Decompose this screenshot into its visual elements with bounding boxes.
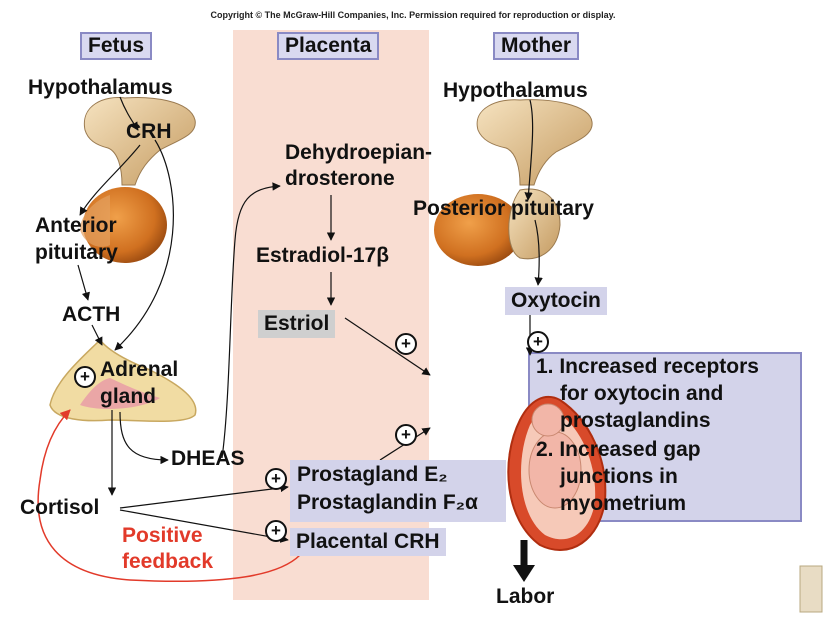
effect-1-line-2: for oxytocin and	[560, 382, 724, 405]
header-placenta: Placenta	[277, 32, 380, 60]
header-mother: Mother	[493, 32, 579, 60]
corner-thumbnail	[799, 565, 823, 613]
effect-2-line-3: myometrium	[560, 492, 687, 515]
effect-1-line-3: prostaglandins	[560, 409, 711, 432]
pge2-label: Prostagland E₂	[297, 463, 448, 486]
adrenal-gland-illustration	[49, 338, 197, 422]
header-fetus: Fetus	[80, 32, 153, 60]
prostaglandin-box	[290, 460, 506, 522]
fetal-hypothalamus-label: Hypothalamus	[28, 76, 173, 99]
placental-crh-label: Placental CRH	[290, 528, 446, 556]
effect-2-line-2: junctions in	[560, 465, 678, 488]
positive-feedback-label-1: Positive	[122, 524, 203, 547]
plus-placental-crh: +	[265, 520, 287, 542]
dheas-label: DHEAS	[171, 447, 245, 470]
uterus-illustration	[507, 395, 607, 551]
fetal-crh-label: CRH	[126, 120, 172, 143]
estriol-label: Estriol	[258, 310, 336, 338]
maternal-pituitary-illustration	[434, 99, 593, 266]
plus-oxytocin: +	[527, 331, 549, 353]
dhea-label-2: drosterone	[285, 167, 395, 190]
fetal-pituitary-illustration	[80, 96, 196, 263]
plus-pge2: +	[265, 468, 287, 490]
estradiol-label: Estradiol-17β	[256, 244, 390, 267]
anterior-pituitary-label-2: pituitary	[35, 241, 118, 264]
anterior-pituitary-label-1: Anterior	[35, 214, 117, 237]
cortisol-label: Cortisol	[20, 496, 100, 519]
plus-prostaglandin: +	[395, 424, 417, 446]
plus-adrenal: +	[74, 366, 96, 388]
maternal-hypothalamus-label: Hypothalamus	[443, 79, 588, 102]
dhea-label-1: Dehydroepian-	[285, 141, 433, 164]
effect-2-line-1: 2. Increased gap	[536, 438, 701, 461]
effect-1-line-1: 1. Increased receptors	[536, 355, 759, 378]
adrenal-gland-label-2: gland	[100, 385, 156, 408]
labor-label: Labor	[496, 585, 555, 608]
positive-feedback-label-2: feedback	[122, 550, 214, 573]
oxytocin-label: Oxytocin	[505, 287, 607, 315]
adrenal-gland-label-1: Adrenal	[100, 358, 179, 381]
pgf2a-label: Prostaglandin F₂α	[297, 491, 478, 514]
plus-estriol: +	[395, 333, 417, 355]
acth-label: ACTH	[62, 303, 121, 326]
copyright-notice: Copyright © The McGraw-Hill Companies, I…	[210, 10, 616, 20]
posterior-pituitary-label: Posterior pituitary	[413, 197, 594, 220]
